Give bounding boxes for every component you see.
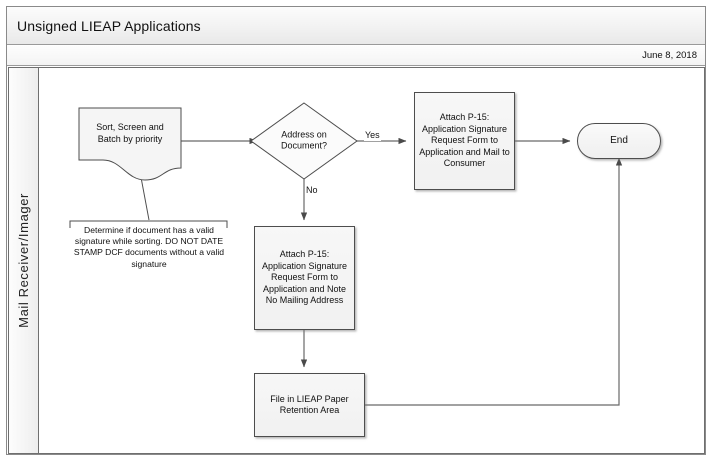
swimlane-label: Mail Receiver/Imager: [16, 193, 31, 328]
connector-file-to-end: [365, 157, 623, 406]
decision-line2: Document?: [280, 141, 328, 151]
swimlane-header: Mail Receiver/Imager: [8, 67, 39, 454]
annotation-bracket: [69, 220, 228, 228]
title-bar: Unsigned LIEAP Applications: [7, 7, 705, 45]
document-shape-outline: [78, 107, 182, 181]
node-sort-screen-batch-label: Sort, Screen and Batch by priority: [79, 122, 181, 145]
node-sort-line1: Sort, Screen and: [96, 122, 164, 132]
annotation-note: Determine if document has a valid signat…: [73, 225, 225, 269]
node-end[interactable]: End: [577, 123, 661, 159]
date-label: June 8, 2018: [642, 50, 697, 61]
decision-shape-outline: [250, 102, 358, 180]
node-address-decision[interactable]: Address on Document?: [251, 103, 357, 179]
decision-line1: Address on: [281, 129, 327, 140]
page-title: Unsigned LIEAP Applications: [17, 17, 201, 34]
edge-label-no: No: [305, 185, 319, 196]
node-attach-p15-no-mail[interactable]: Attach P-15: Application Signature Reque…: [254, 226, 355, 330]
node-address-decision-label: Address on Document?: [251, 130, 357, 153]
swimlane-body: Sort, Screen and Batch by priority Addre…: [39, 67, 705, 454]
diagram-frame: Unsigned LIEAP Applications June 8, 2018…: [6, 6, 706, 455]
edge-label-yes: Yes: [364, 130, 381, 141]
node-sort-screen-batch[interactable]: Sort, Screen and Batch by priority: [79, 108, 181, 180]
swimlane: Mail Receiver/Imager: [8, 67, 705, 454]
node-attach-p15-mail[interactable]: Attach P-15: Application Signature Reque…: [414, 92, 515, 190]
node-file-retention[interactable]: File in LIEAP Paper Retention Area: [254, 373, 365, 437]
date-bar: June 8, 2018: [7, 46, 705, 66]
node-sort-line2: Batch by priority: [97, 133, 163, 144]
connector-layer: [69, 102, 623, 406]
